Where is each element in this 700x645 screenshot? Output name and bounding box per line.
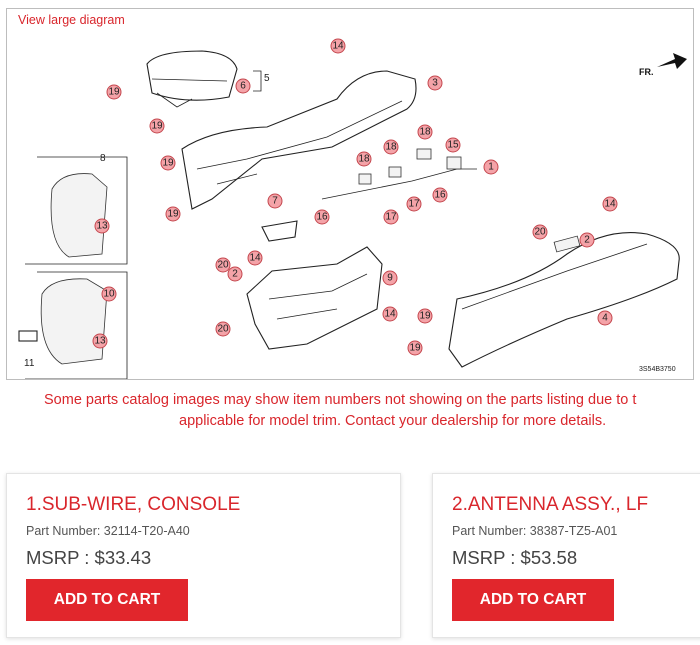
product-card: 1.SUB-WIRE, CONSOLE Part Number: 32114-T… <box>6 473 401 638</box>
callout-19b[interactable]: 19 <box>149 118 165 134</box>
product-part-number: Part Number: 32114-T20-A40 <box>26 524 190 538</box>
product-title[interactable]: 1.SUB-WIRE, CONSOLE <box>26 494 241 515</box>
callout-19e[interactable]: 19 <box>417 308 433 324</box>
add-to-cart-button[interactable]: ADD TO CART <box>26 579 188 621</box>
callout-19c[interactable]: 19 <box>160 155 176 171</box>
svg-text:20: 20 <box>217 324 229 335</box>
callout-17a[interactable]: 17 <box>406 196 422 212</box>
product-title[interactable]: 2.ANTENNA ASSY., LF <box>452 494 649 515</box>
svg-text:19: 19 <box>419 311 431 322</box>
callout-12d[interactable]: 14 <box>382 306 398 322</box>
callout-10[interactable]: 7 <box>267 193 283 209</box>
svg-text:3: 3 <box>432 78 438 89</box>
callout-4[interactable]: 4 <box>597 310 613 326</box>
inset-frame-9 <box>25 271 128 379</box>
svg-text:20: 20 <box>217 260 229 271</box>
callout-13a[interactable]: 13 <box>94 218 110 234</box>
svg-text:13: 13 <box>96 221 108 232</box>
svg-text:15: 15 <box>447 140 459 151</box>
catalog-notice: Some parts catalog images may show item … <box>0 390 700 434</box>
image-code: 3S54B3750 <box>639 366 676 373</box>
svg-text:19: 19 <box>167 209 179 220</box>
lower-console-panel <box>448 232 680 368</box>
inset-frame-8 <box>25 156 128 265</box>
callout-18b[interactable]: 18 <box>383 139 399 155</box>
callout-12b[interactable]: 14 <box>602 196 618 212</box>
label-8: 8 <box>100 153 106 164</box>
svg-text:16: 16 <box>316 212 328 223</box>
callout-20c[interactable]: 20 <box>215 321 231 337</box>
direction-label: FR. <box>639 67 654 77</box>
svg-text:19: 19 <box>108 87 120 98</box>
callout-14[interactable]: 15 <box>445 137 461 153</box>
svg-text:14: 14 <box>384 309 396 320</box>
callout-2a[interactable]: 2 <box>579 232 595 248</box>
antenna-2 <box>553 235 581 253</box>
svg-text:2: 2 <box>584 235 590 246</box>
callout-12a[interactable]: 14 <box>330 38 346 54</box>
callout-12c[interactable]: 14 <box>247 250 263 266</box>
callout-18a[interactable]: 18 <box>417 124 433 140</box>
view-large-diagram-link[interactable]: View large diagram <box>18 13 125 27</box>
notice-line-2: applicable for model trim. Contact your … <box>179 413 607 429</box>
callout-18c[interactable]: 18 <box>356 151 372 167</box>
callout-19f[interactable]: 19 <box>407 340 423 356</box>
armrest-lid <box>146 50 238 101</box>
svg-text:14: 14 <box>249 253 261 264</box>
svg-text:4: 4 <box>602 313 608 324</box>
label-5: 5 <box>264 73 270 84</box>
parts-diagram: 5 8 11 FR. 3S54B3750 <box>6 8 694 380</box>
tray-10 <box>261 220 298 242</box>
svg-text:18: 18 <box>358 154 370 165</box>
inset-cover-9 <box>40 278 108 365</box>
callout-15[interactable]: 16 <box>314 209 330 225</box>
label-11: 11 <box>24 358 35 369</box>
callout-7[interactable]: 9 <box>382 270 398 286</box>
svg-text:18: 18 <box>419 127 431 138</box>
callout-19a[interactable]: 19 <box>106 84 122 100</box>
callout-20a[interactable]: 20 <box>532 224 548 240</box>
product-card: 2.ANTENNA ASSY., LF Part Number: 38387-T… <box>432 473 700 638</box>
callout-19d[interactable]: 19 <box>165 206 181 222</box>
svg-text:18: 18 <box>385 142 397 153</box>
callout-6[interactable]: 6 <box>235 78 251 94</box>
direction-arrow-icon <box>657 53 687 69</box>
callout-17b[interactable]: 17 <box>383 209 399 225</box>
svg-text:1: 1 <box>488 162 494 173</box>
diagram-drawing: 5 8 11 FR. 3S54B3750 <box>18 38 687 379</box>
product-msrp: MSRP : $33.43 <box>26 547 152 568</box>
callout-20b[interactable]: 20 <box>215 257 231 273</box>
svg-text:19: 19 <box>409 343 421 354</box>
notice-line-1: Some parts catalog images may show item … <box>44 392 637 408</box>
inset-cover-8 <box>50 173 108 258</box>
svg-text:17: 17 <box>385 212 397 223</box>
svg-text:19: 19 <box>162 158 174 169</box>
svg-text:13: 13 <box>94 336 106 347</box>
svg-text:16: 16 <box>434 190 446 201</box>
svg-text:2: 2 <box>232 269 238 280</box>
svg-text:7: 7 <box>272 196 278 207</box>
svg-text:20: 20 <box>534 227 546 238</box>
product-part-number: Part Number: 38387-TZ5-A01 <box>452 524 618 538</box>
svg-text:19: 19 <box>151 121 163 132</box>
callout-13b[interactable]: 13 <box>92 333 108 349</box>
svg-text:17: 17 <box>408 199 420 210</box>
console-body <box>246 246 383 350</box>
callout-9[interactable]: 10 <box>101 286 117 302</box>
product-msrp: MSRP : $53.58 <box>452 547 578 568</box>
callout-2b[interactable]: 2 <box>227 266 243 282</box>
svg-text:10: 10 <box>103 289 115 300</box>
callout-1[interactable]: 1 <box>483 159 499 175</box>
svg-text:6: 6 <box>240 81 246 92</box>
callout-16[interactable]: 16 <box>432 187 448 203</box>
upper-console-panel <box>181 70 417 210</box>
svg-text:14: 14 <box>332 41 344 52</box>
callout-3[interactable]: 3 <box>427 75 443 91</box>
svg-text:14: 14 <box>604 199 616 210</box>
add-to-cart-button[interactable]: ADD TO CART <box>452 579 614 621</box>
svg-text:9: 9 <box>387 273 393 284</box>
clip-11 <box>18 330 38 342</box>
